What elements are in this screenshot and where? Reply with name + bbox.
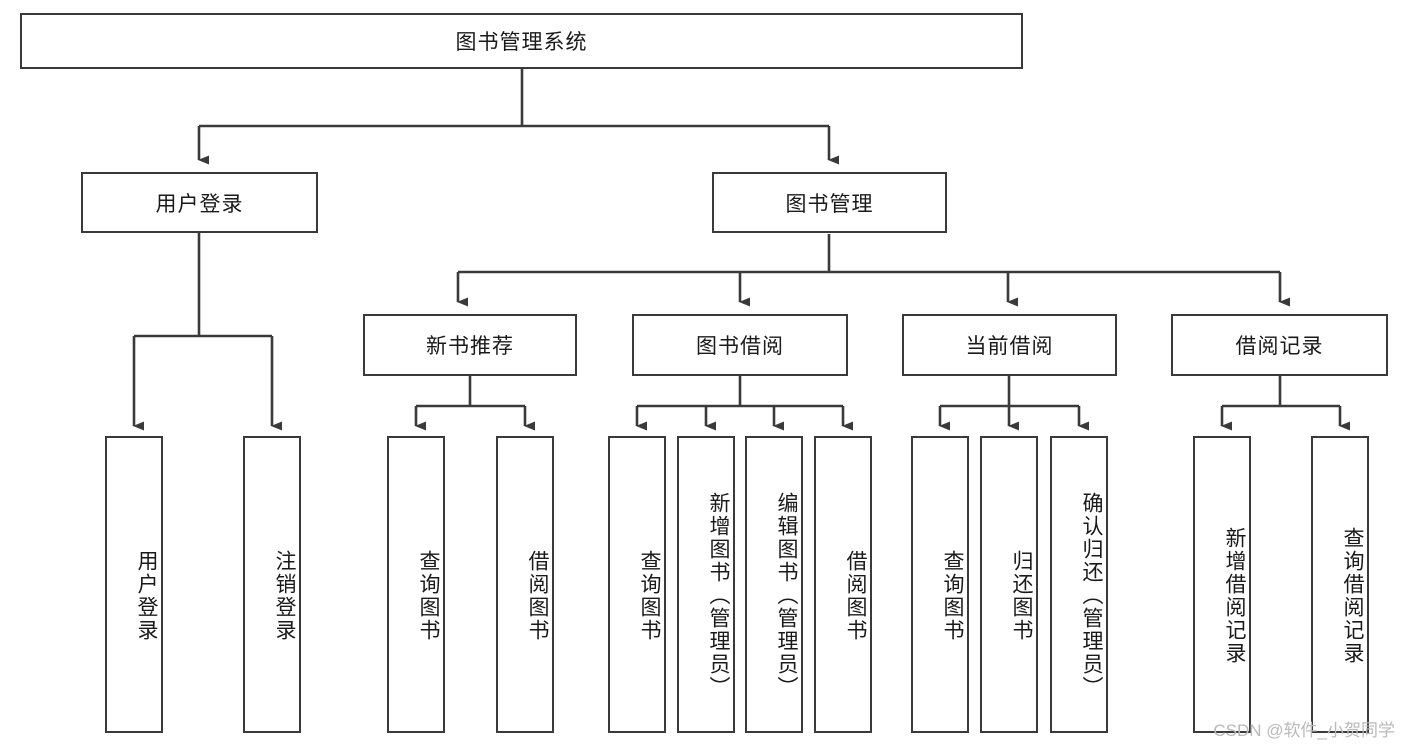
leaf-label: 归还图书 [1010, 549, 1033, 642]
leaf-book-borrow-borrow[interactable]: 借阅图书 [814, 436, 872, 733]
leaf-new-book-borrow[interactable]: 借阅图书 [496, 436, 554, 733]
leaf-label: 用户登录 [135, 549, 158, 642]
leaf-label: 查询图书 [417, 549, 440, 642]
leaf-current-borrow-return[interactable]: 归还图书 [980, 436, 1038, 733]
leaf-label: 新增借阅记录 [1223, 526, 1246, 665]
leaf-label: 查询图书 [638, 549, 661, 642]
leaf-user-login-logout[interactable]: 注销登录 [243, 436, 301, 733]
node-book-borrow[interactable]: 图书借阅 [632, 314, 848, 376]
csdn-watermark: CSDN @软件_小贺同学 [1213, 721, 1395, 740]
leaf-label: 借阅图书 [844, 549, 867, 642]
leaf-user-login-login[interactable]: 用户登录 [105, 436, 163, 733]
leaf-new-book-query[interactable]: 查询图书 [387, 436, 445, 733]
leaf-label: 借阅图书 [526, 549, 549, 642]
node-book-management[interactable]: 图书管理 [712, 172, 947, 233]
leaf-current-borrow-confirm[interactable]: 确认归还（管理员） [1050, 436, 1108, 733]
node-current-borrow[interactable]: 当前借阅 [902, 314, 1117, 376]
leaf-book-borrow-add[interactable]: 新增图书（管理员） [677, 436, 735, 733]
leaf-current-borrow-query[interactable]: 查询图书 [911, 436, 969, 733]
leaf-label: 确认归还（管理员） [1080, 492, 1103, 699]
leaf-book-borrow-query[interactable]: 查询图书 [608, 436, 666, 733]
node-user-login[interactable]: 用户登录 [81, 172, 318, 233]
leaf-label: 注销登录 [273, 549, 296, 642]
leaf-label: 编辑图书（管理员） [775, 492, 798, 699]
node-root-system[interactable]: 图书管理系统 [20, 13, 1023, 69]
leaf-label: 查询借阅记录 [1341, 526, 1364, 665]
leaf-label: 查询图书 [941, 549, 964, 642]
leaf-borrow-record-add[interactable]: 新增借阅记录 [1193, 436, 1251, 733]
leaf-book-borrow-edit[interactable]: 编辑图书（管理员） [745, 436, 803, 733]
leaf-label: 新增图书（管理员） [707, 492, 730, 699]
node-borrow-record[interactable]: 借阅记录 [1171, 314, 1388, 376]
leaf-borrow-record-query[interactable]: 查询借阅记录 [1311, 436, 1369, 733]
node-new-book-recommend[interactable]: 新书推荐 [363, 314, 577, 376]
